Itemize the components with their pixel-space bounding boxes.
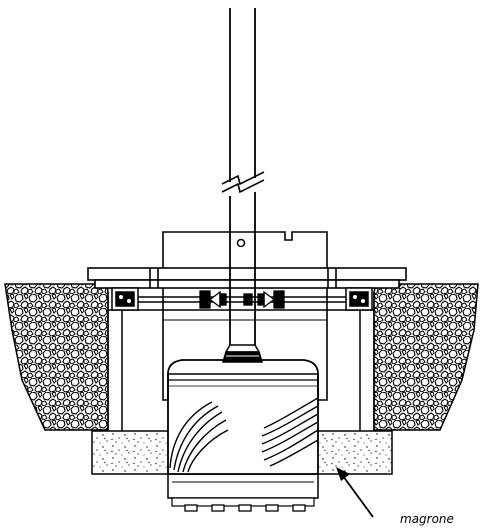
rod-clamps xyxy=(199,290,285,309)
gravel-backfill-right xyxy=(373,283,479,431)
bed-label: magrone xyxy=(400,512,454,526)
pole-base-flange xyxy=(221,344,264,363)
cable-bundle-left xyxy=(169,401,229,473)
cable-bundle-right xyxy=(261,397,319,467)
pole xyxy=(229,8,256,345)
pit-inner-walls xyxy=(107,292,375,432)
tie-rods xyxy=(138,296,346,303)
side-anchor-left xyxy=(111,287,139,311)
leader-arrow xyxy=(336,467,374,518)
base-block xyxy=(167,473,319,512)
top-frame-plate xyxy=(87,267,407,289)
side-anchor-right xyxy=(345,287,373,311)
pole-break-symbol xyxy=(221,171,265,194)
gravel-backfill-left xyxy=(4,283,109,431)
upper-housing xyxy=(162,231,328,401)
